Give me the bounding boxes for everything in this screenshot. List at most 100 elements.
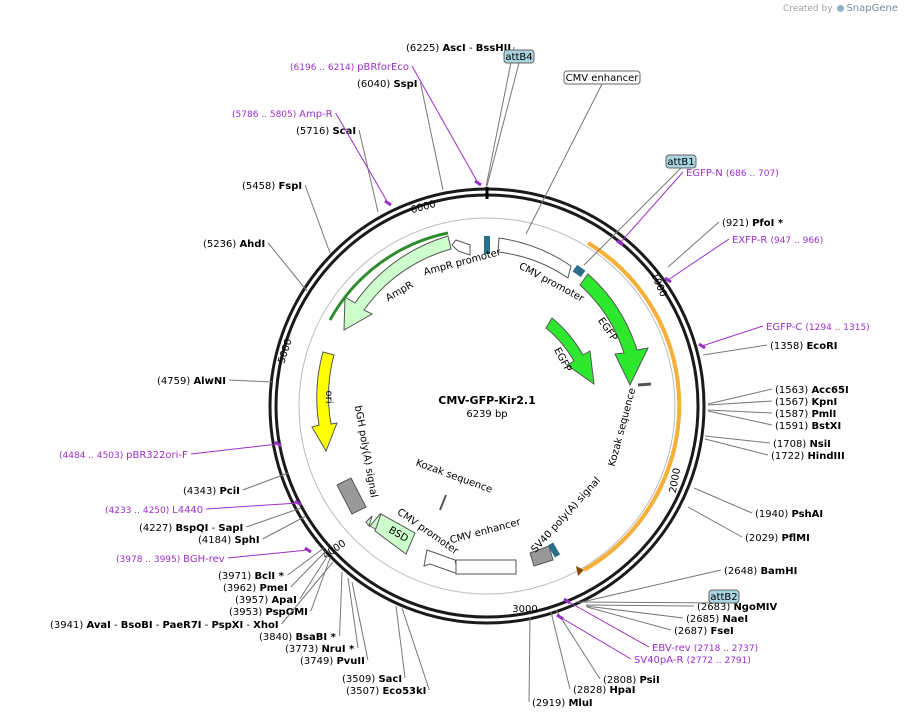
site-label: (3773) NruI * bbox=[285, 644, 355, 655]
site-label: (4343) PciI bbox=[183, 486, 240, 497]
site-leader-line bbox=[262, 515, 307, 540]
site-leader-line bbox=[347, 577, 359, 649]
site-position: (1563) bbox=[775, 385, 811, 396]
site-label: (1940) PshAI bbox=[755, 509, 823, 520]
site-leader-line bbox=[704, 438, 769, 456]
boxed-label-box bbox=[503, 49, 535, 64]
restriction-site: (3507) Eco53kI bbox=[346, 607, 430, 697]
restriction-site: (1591) BstXI bbox=[707, 410, 841, 432]
site-leader-line bbox=[228, 379, 273, 383]
primer-label: (3978 .. 3995) BGH-rev bbox=[116, 554, 225, 565]
site-label: (1567) KpnI bbox=[775, 397, 837, 408]
site-position: (1591) bbox=[775, 421, 811, 432]
primer-range: (4233 .. 4250) bbox=[105, 506, 172, 516]
site-leader-line bbox=[281, 561, 334, 625]
site-position: (1567) bbox=[775, 397, 811, 408]
bsd-arrow-body bbox=[374, 513, 416, 555]
cmv-enhancer-box-bottom bbox=[455, 559, 517, 575]
site-label: (4184) SphI bbox=[198, 535, 260, 546]
restriction-site: (3941) AvaI - BsoBI - PaeR7I - PspXI - X… bbox=[50, 561, 334, 631]
restriction-site: (3971) BclI * bbox=[218, 547, 325, 582]
restriction-site: (4184) SphI bbox=[198, 515, 307, 546]
primer: (6196 .. 6214) pBRforEco bbox=[290, 62, 482, 187]
site-enzyme-name: FseI bbox=[710, 626, 733, 637]
site-position: (3957) bbox=[235, 595, 271, 606]
boxed-label-box bbox=[665, 154, 697, 169]
restriction-site: (2687) FseI bbox=[586, 606, 734, 637]
site-label: (2687) FseI bbox=[674, 626, 734, 637]
primer-range: (6196 .. 6214) bbox=[290, 63, 357, 73]
site-enzyme-name: BstXI bbox=[811, 421, 841, 432]
restriction-site: (1358) EcoRI bbox=[702, 341, 838, 356]
restriction-site: (1940) PshAI bbox=[693, 487, 823, 520]
restriction-site: (6040) SspI bbox=[357, 79, 444, 191]
restriction-site: (1708) NsiI bbox=[704, 435, 831, 450]
primer-range: (3978 .. 3995) bbox=[116, 555, 183, 565]
primer-binding-mark bbox=[274, 440, 282, 448]
restriction-site: (2648) BamHI bbox=[581, 566, 797, 603]
primer-binding-mark bbox=[563, 597, 571, 605]
ampr-promoter-arrow bbox=[451, 239, 471, 256]
primer-name: pBR322ori-F bbox=[126, 450, 188, 461]
site-position: (4184) bbox=[198, 535, 234, 546]
boxed-label-text: CMV enhancer bbox=[566, 73, 640, 84]
cmv-promoter-arrow-top bbox=[497, 237, 572, 279]
site-enzyme-name: PfoI * bbox=[752, 218, 784, 229]
feature-label: Kozak sequence bbox=[414, 458, 494, 496]
site-label: (921) PfoI * bbox=[722, 218, 784, 229]
site-leader-line bbox=[687, 506, 743, 538]
site-enzyme-name: ScaI bbox=[332, 126, 356, 137]
site-enzyme-name: PspXI bbox=[212, 620, 244, 631]
primer-range: (4484 .. 4503) bbox=[59, 451, 126, 461]
egfp-arrow-inner bbox=[545, 317, 595, 386]
primer-label: EGFP-N (686 .. 707) bbox=[686, 168, 779, 179]
site-leader-line bbox=[550, 611, 571, 690]
site-enzyme-name: Eco53kI bbox=[382, 686, 426, 697]
site-enzyme-name: NaeI bbox=[722, 614, 748, 625]
site-label: (5236) AhdI bbox=[203, 239, 265, 250]
site-enzyme-name: BssHII bbox=[476, 43, 511, 54]
restriction-site: (5236) AhdI bbox=[203, 239, 308, 292]
restriction-site: (4759) AlwNI bbox=[157, 376, 273, 387]
primer: EBV-rev (2718 .. 2737) bbox=[563, 597, 758, 654]
site-leader-line bbox=[419, 82, 444, 191]
site-label: (2683) NgoMIV bbox=[697, 602, 778, 613]
restriction-site: (3773) NruI * bbox=[285, 577, 359, 655]
site-position: (2683) bbox=[697, 602, 733, 613]
restriction-site: (2685) NaeI bbox=[585, 605, 748, 625]
primer-binding-mark bbox=[304, 546, 312, 554]
site-position: (921) bbox=[722, 218, 752, 229]
plasmid-name: CMV-GFP-Kir2.1 bbox=[438, 394, 535, 407]
restriction-site: (1722) HindIII bbox=[704, 438, 845, 462]
restriction-site: (4343) PciI bbox=[183, 472, 289, 497]
brand-name: SnapGene bbox=[846, 3, 898, 14]
site-position: (1587) bbox=[775, 409, 811, 420]
primer-range: (686 .. 707) bbox=[726, 169, 779, 179]
primer-binding-mark bbox=[698, 342, 706, 350]
site-label: (2919) MluI bbox=[532, 698, 593, 709]
restriction-site: (2828) HpaI bbox=[550, 611, 635, 696]
site-position: (2687) bbox=[674, 626, 710, 637]
site-position: (5236) bbox=[203, 239, 239, 250]
site-position: (3962) bbox=[223, 583, 259, 594]
boxed-label-leader-line bbox=[486, 62, 520, 187]
feature-label: ori bbox=[323, 390, 334, 403]
primer-leader-line bbox=[411, 65, 479, 184]
restriction-site: (2919) MluI bbox=[528, 616, 593, 709]
bgh-polya-box bbox=[336, 477, 367, 515]
attb1-site bbox=[572, 264, 586, 278]
site-leader-line bbox=[401, 607, 430, 691]
primer-leader-line bbox=[335, 112, 389, 204]
site-position: (2685) bbox=[686, 614, 722, 625]
ampr-arrow bbox=[343, 235, 452, 331]
boxed-label-leader-line bbox=[525, 83, 603, 235]
primer: SV40pA-R (2772 .. 2791) bbox=[556, 613, 751, 666]
site-enzyme-name: HpaI bbox=[609, 685, 635, 696]
restriction-site: (5458) FspI bbox=[242, 181, 331, 254]
tick-label: 3000 bbox=[512, 604, 537, 615]
site-enzyme-name: BamHI bbox=[760, 566, 797, 577]
boxed-label-text: attB2 bbox=[710, 592, 737, 603]
site-enzyme-name: EcoRI bbox=[806, 341, 837, 352]
site-position: (6040) bbox=[357, 79, 393, 90]
